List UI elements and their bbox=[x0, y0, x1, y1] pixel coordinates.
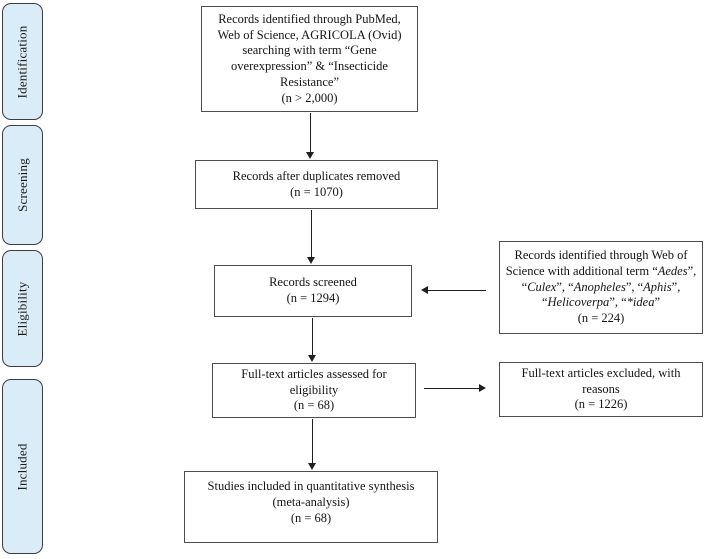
stage-label: Included bbox=[14, 442, 30, 491]
box-text-line: Studies included in quantitative synthes… bbox=[207, 479, 415, 493]
box-text-line: Science with additional term “Aedes”, bbox=[505, 263, 697, 278]
stage-label: Eligibility bbox=[14, 281, 30, 336]
box-text-line: (n > 2,000) bbox=[281, 90, 338, 105]
box-text-line: “Culex”, “Anopheles”, “Aphis”, bbox=[521, 279, 681, 294]
box-fulltext-excluded: Full-text articles excluded, with reason… bbox=[499, 362, 703, 417]
arrow-shaft bbox=[424, 388, 480, 389]
arrow-assessed-to-excluded bbox=[424, 384, 486, 393]
box-additional-search: Records identified through Web of Scienc… bbox=[499, 241, 703, 334]
box-fulltext-assessed: Full-text articles assessed for eligibil… bbox=[212, 363, 416, 418]
arrow-shaft bbox=[311, 210, 312, 258]
arrow-down-head bbox=[307, 257, 315, 264]
arrow-additional-to-screened bbox=[421, 286, 486, 295]
box-text-line: Records screened bbox=[269, 275, 357, 290]
arrow-duplicates-to-screened bbox=[307, 210, 316, 264]
box-text-line: Records identified through PubMed, bbox=[218, 11, 401, 26]
box-text-line: Resistance” bbox=[279, 74, 339, 89]
box-text-line: searching with term “Gene bbox=[242, 43, 377, 58]
box-text-line: Records identified through Web of bbox=[514, 248, 688, 263]
box-text-line: (meta-analysis) bbox=[272, 494, 350, 509]
arrow-assessed-to-included bbox=[308, 419, 317, 470]
box-duplicates-removed: Records after duplicates removed (n = 10… bbox=[195, 160, 438, 209]
box-text-line: Full-text articles excluded, with bbox=[521, 365, 681, 380]
stage-label: Identification bbox=[14, 25, 30, 98]
arrow-left-head bbox=[421, 286, 428, 294]
arrow-down-head bbox=[308, 463, 316, 470]
box-text-line: (n = 1226) bbox=[574, 397, 628, 412]
arrow-shaft bbox=[427, 290, 486, 291]
box-text-line: (n = 1070) bbox=[290, 184, 343, 199]
box-text-line: Full-text articles assessed for bbox=[241, 366, 387, 381]
box-records-identified: Records identified through PubMed, Web o… bbox=[201, 6, 418, 112]
box-included-synthesis: Studies included in quantitative synthes… bbox=[184, 471, 438, 543]
box-text-line: (n = 68) bbox=[290, 510, 332, 525]
arrow-identified-to-duplicates bbox=[306, 113, 315, 159]
arrow-right-head bbox=[479, 384, 486, 392]
stage-included: Included bbox=[2, 379, 43, 554]
box-text-line: Records after duplicates removed bbox=[232, 168, 401, 183]
box-text-line: reasons bbox=[582, 381, 620, 396]
arrow-down-head bbox=[306, 152, 314, 159]
arrow-screened-to-assessed bbox=[308, 318, 317, 362]
box-text-line: overexpression” & “Insecticide bbox=[231, 59, 388, 73]
box-records-screened: Records screened (n = 1294) bbox=[214, 265, 412, 317]
stage-label: Screening bbox=[14, 158, 30, 212]
stage-identification: Identification bbox=[2, 3, 43, 120]
arrow-shaft bbox=[310, 113, 311, 153]
arrow-shaft bbox=[312, 318, 313, 356]
box-text-line: “Helicoverpa”, “*idea” bbox=[541, 295, 661, 310]
box-text-line: eligibility bbox=[289, 382, 339, 397]
arrow-down-head bbox=[308, 355, 316, 362]
box-text-line: (n = 68) bbox=[293, 398, 335, 413]
arrow-shaft bbox=[312, 419, 313, 464]
box-text-line: (n = 1294) bbox=[286, 291, 340, 305]
stage-screening: Screening bbox=[2, 125, 43, 245]
box-text-line: Web of Science, AGRICOLA (Ovid) bbox=[217, 27, 402, 42]
box-text-line: (n = 224) bbox=[577, 311, 625, 326]
stage-eligibility: Eligibility bbox=[2, 250, 43, 367]
